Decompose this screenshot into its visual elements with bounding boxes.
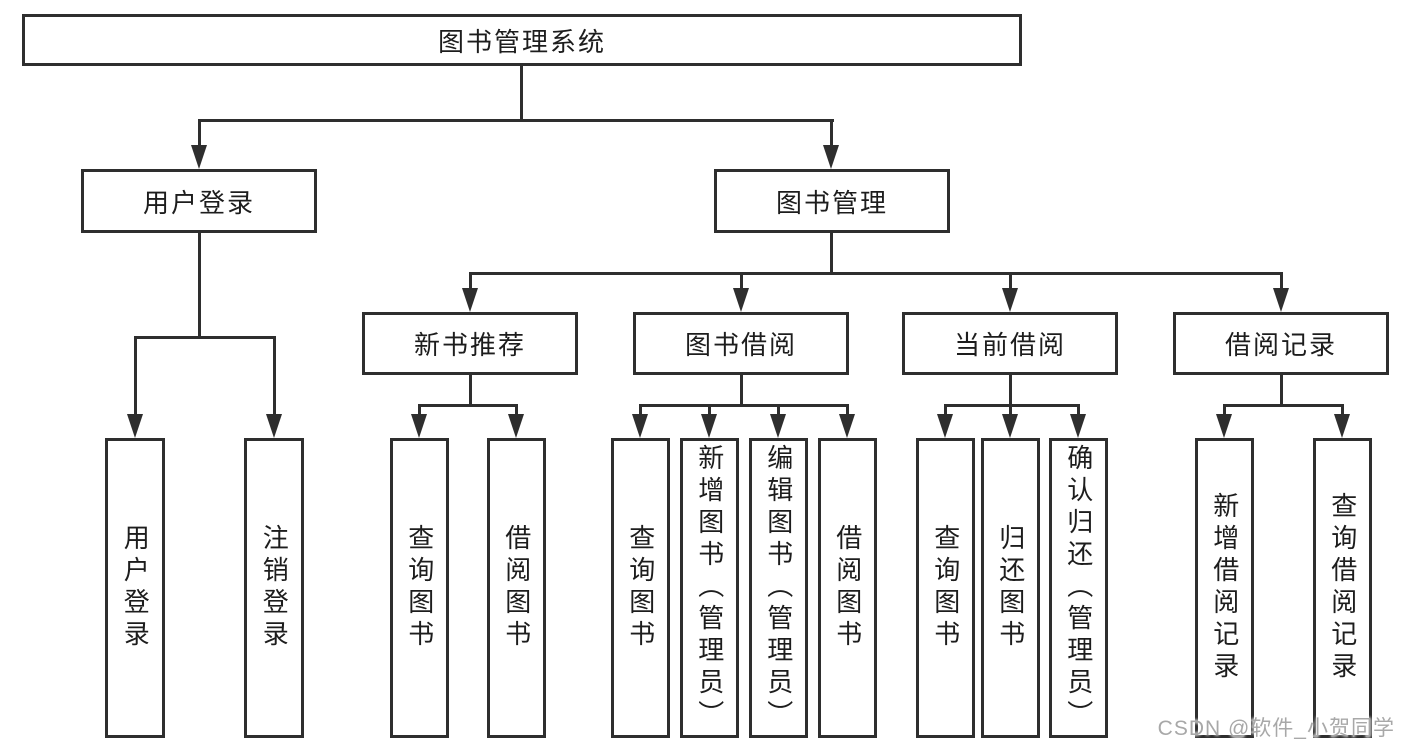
connector-borrow-records-hline xyxy=(1223,404,1344,407)
connector-book-management-hline xyxy=(469,272,1283,275)
connector-drop xyxy=(515,404,518,422)
connector-root-stem xyxy=(520,66,523,122)
arrow-down xyxy=(411,414,427,438)
arrow-down-borrow-records xyxy=(1273,288,1289,312)
connector-user-login-stem xyxy=(198,233,201,338)
connector-current-borrow-hline xyxy=(944,404,1080,407)
arrow-down-book-borrow xyxy=(733,288,749,312)
arrow-down xyxy=(1002,414,1018,438)
connector-drop xyxy=(1341,404,1344,422)
leaf-user-login: 用户登录 xyxy=(105,438,165,738)
leaf-add-borrow-record: 新增借阅记录 xyxy=(1195,438,1254,738)
watermark: CSDN @软件_小贺同学 xyxy=(1157,717,1395,740)
connector-current-borrow-stem xyxy=(1009,373,1012,407)
connector-drop-leaf-login xyxy=(134,336,137,420)
connector-drop xyxy=(846,404,849,422)
connector-drop-current-borrow xyxy=(1009,272,1012,294)
leaf-query-books-borrow: 查询图书 xyxy=(611,438,670,738)
arrow-down xyxy=(632,414,648,438)
leaf-edit-book-admin-label: 编辑图书（管理员） xyxy=(763,444,794,732)
connector-drop xyxy=(418,404,421,422)
connector-book-management-stem xyxy=(830,233,833,275)
node-book-management-label: 图书管理 xyxy=(775,187,888,218)
leaf-return-book-label: 归还图书 xyxy=(995,524,1026,652)
leaf-query-books-recommend-label: 查询图书 xyxy=(404,524,435,652)
arrow-down-current-borrow xyxy=(1002,288,1018,312)
connector-drop xyxy=(708,404,711,422)
arrow-down-book-management xyxy=(823,145,839,169)
node-book-borrow-label: 图书借阅 xyxy=(684,330,797,360)
connector-drop-book-management xyxy=(830,119,833,149)
connector-drop xyxy=(639,404,642,422)
arrow-down-user-login xyxy=(191,145,207,169)
node-user-login: 用户登录 xyxy=(81,169,317,233)
arrow-down xyxy=(770,414,786,438)
node-current-borrow-label: 当前借阅 xyxy=(953,330,1066,360)
leaf-borrow-books-borrow-label: 借阅图书 xyxy=(832,524,863,652)
node-library-system-label: 图书管理系统 xyxy=(437,26,606,57)
leaf-borrow-books-recommend-label: 借阅图书 xyxy=(501,524,532,652)
leaf-add-book-admin-label: 新增图书（管理员） xyxy=(694,444,725,732)
leaf-query-borrow-record-label: 查询借阅记录 xyxy=(1327,492,1358,684)
arrow-down xyxy=(508,414,524,438)
connector-drop-borrow-records xyxy=(1280,272,1283,294)
arrow-down-leaf-login xyxy=(127,414,143,438)
connector-drop-leaf-logout xyxy=(273,336,276,420)
arrow-down xyxy=(839,414,855,438)
leaf-logout: 注销登录 xyxy=(244,438,304,738)
node-borrow-records-label: 借阅记录 xyxy=(1224,330,1337,360)
arrow-down xyxy=(1216,414,1232,438)
connector-new-book-hline xyxy=(418,404,518,407)
node-library-system: 图书管理系统 xyxy=(22,14,1022,66)
node-book-management: 图书管理 xyxy=(714,169,950,233)
connector-user-login-hline xyxy=(134,336,276,339)
node-current-borrow: 当前借阅 xyxy=(902,312,1118,375)
leaf-confirm-return-admin: 确认归还（管理员） xyxy=(1049,438,1108,738)
leaf-edit-book-admin: 编辑图书（管理员） xyxy=(749,438,808,738)
connector-new-book-stem xyxy=(469,373,472,407)
leaf-logout-label: 注销登录 xyxy=(259,524,290,652)
leaf-borrow-books-borrow: 借阅图书 xyxy=(818,438,877,738)
leaf-query-borrow-record: 查询借阅记录 xyxy=(1313,438,1372,738)
arrow-down xyxy=(1334,414,1350,438)
node-new-book-recommend: 新书推荐 xyxy=(362,312,578,375)
connector-drop xyxy=(944,404,947,422)
connector-drop-new-book xyxy=(469,272,472,294)
connector-root-hline xyxy=(198,119,834,122)
leaf-return-book: 归还图书 xyxy=(981,438,1040,738)
leaf-query-books-recommend: 查询图书 xyxy=(390,438,449,738)
connector-borrow-records-stem xyxy=(1280,373,1283,407)
connector-book-borrow-hline xyxy=(639,404,849,407)
connector-drop xyxy=(1009,404,1012,422)
node-book-borrow: 图书借阅 xyxy=(633,312,849,375)
connector-drop xyxy=(1077,404,1080,422)
node-user-login-label: 用户登录 xyxy=(142,187,255,218)
leaf-add-borrow-record-label: 新增借阅记录 xyxy=(1209,492,1240,684)
leaf-add-book-admin: 新增图书（管理员） xyxy=(680,438,739,738)
arrow-down-new-book xyxy=(462,288,478,312)
arrow-down xyxy=(1070,414,1086,438)
arrow-down xyxy=(937,414,953,438)
connector-drop-book-borrow xyxy=(740,272,743,294)
connector-drop xyxy=(1223,404,1226,422)
leaf-query-books-borrow-label: 查询图书 xyxy=(625,524,656,652)
connector-drop-user-login xyxy=(198,119,201,149)
leaf-user-login-label: 用户登录 xyxy=(120,524,151,652)
arrow-down xyxy=(701,414,717,438)
node-new-book-recommend-label: 新书推荐 xyxy=(413,330,526,360)
leaf-borrow-books-recommend: 借阅图书 xyxy=(487,438,546,738)
leaf-query-books-current-label: 查询图书 xyxy=(930,524,961,652)
leaf-query-books-current: 查询图书 xyxy=(916,438,975,738)
node-borrow-records: 借阅记录 xyxy=(1173,312,1389,375)
connector-drop xyxy=(777,404,780,422)
arrow-down-leaf-logout xyxy=(266,414,282,438)
connector-book-borrow-stem xyxy=(740,373,743,407)
leaf-confirm-return-admin-label: 确认归还（管理员） xyxy=(1063,444,1094,732)
